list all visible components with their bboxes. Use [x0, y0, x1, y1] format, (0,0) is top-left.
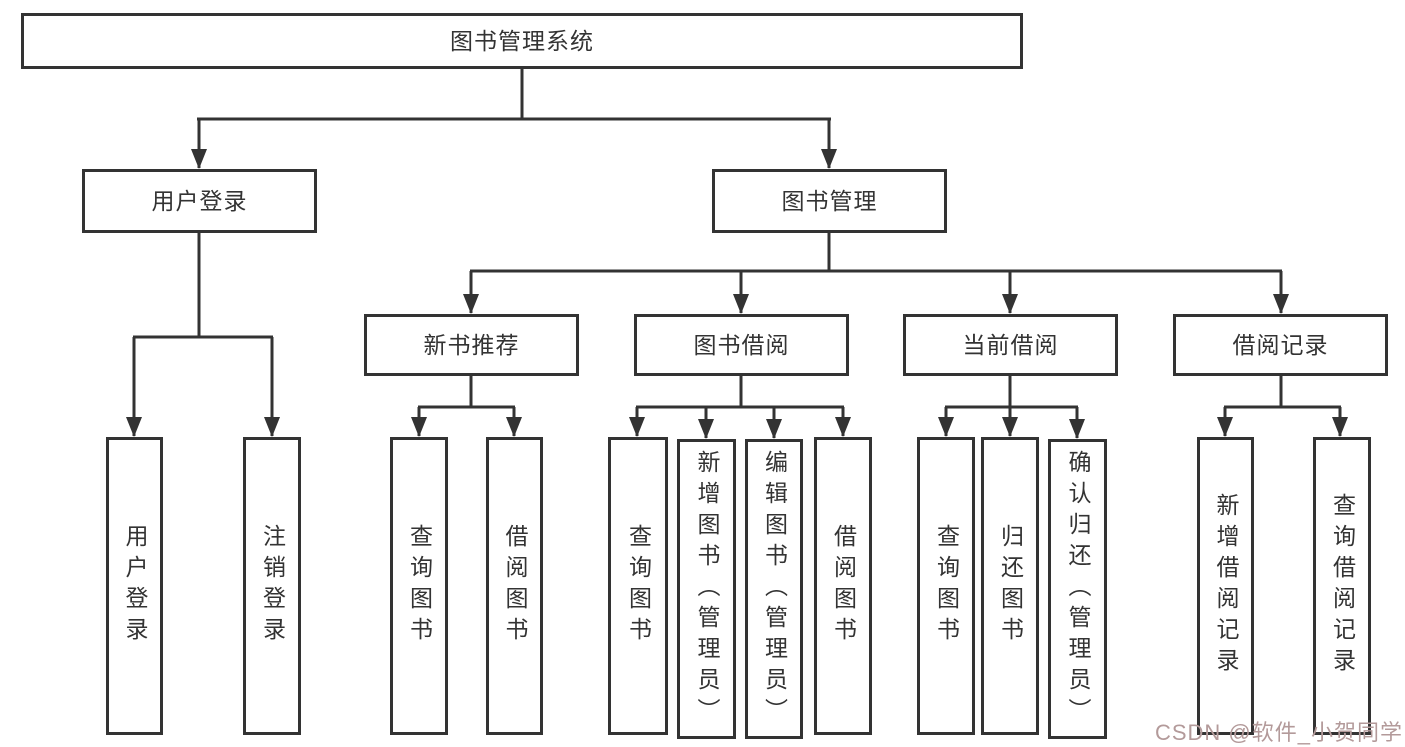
leaf-query-books: 查询图书 — [390, 437, 448, 735]
leaf-query-books-2: 查询图书 — [608, 437, 668, 735]
leaf-logout: 注销登录 — [243, 437, 301, 735]
leaf-query-borrow-record: 查询借阅记录 — [1313, 437, 1371, 735]
leaf-edit-books-admin: 编辑图书（管理员） — [745, 439, 803, 739]
leaf-borrow-books-2: 借阅图书 — [814, 437, 872, 735]
leaf-add-books-admin: 新增图书（管理员） — [677, 439, 736, 739]
node-current-borrow: 当前借阅 — [903, 314, 1118, 376]
node-new-book-recommend: 新书推荐 — [364, 314, 579, 376]
leaf-add-borrow-record: 新增借阅记录 — [1197, 437, 1254, 735]
leaf-return-books: 归还图书 — [981, 437, 1039, 735]
node-borrow-records: 借阅记录 — [1173, 314, 1388, 376]
leaf-borrow-books: 借阅图书 — [486, 437, 543, 735]
leaf-user-login: 用户登录 — [106, 437, 163, 735]
node-user-login: 用户登录 — [82, 169, 317, 233]
leaf-query-books-3: 查询图书 — [917, 437, 975, 735]
leaf-confirm-return-admin: 确认归还（管理员） — [1048, 439, 1107, 739]
node-book-borrow: 图书借阅 — [634, 314, 849, 376]
node-root: 图书管理系统 — [21, 13, 1023, 69]
csdn-watermark: CSDN @软件_小贺同学 — [1154, 720, 1403, 745]
node-book-management: 图书管理 — [712, 169, 947, 233]
